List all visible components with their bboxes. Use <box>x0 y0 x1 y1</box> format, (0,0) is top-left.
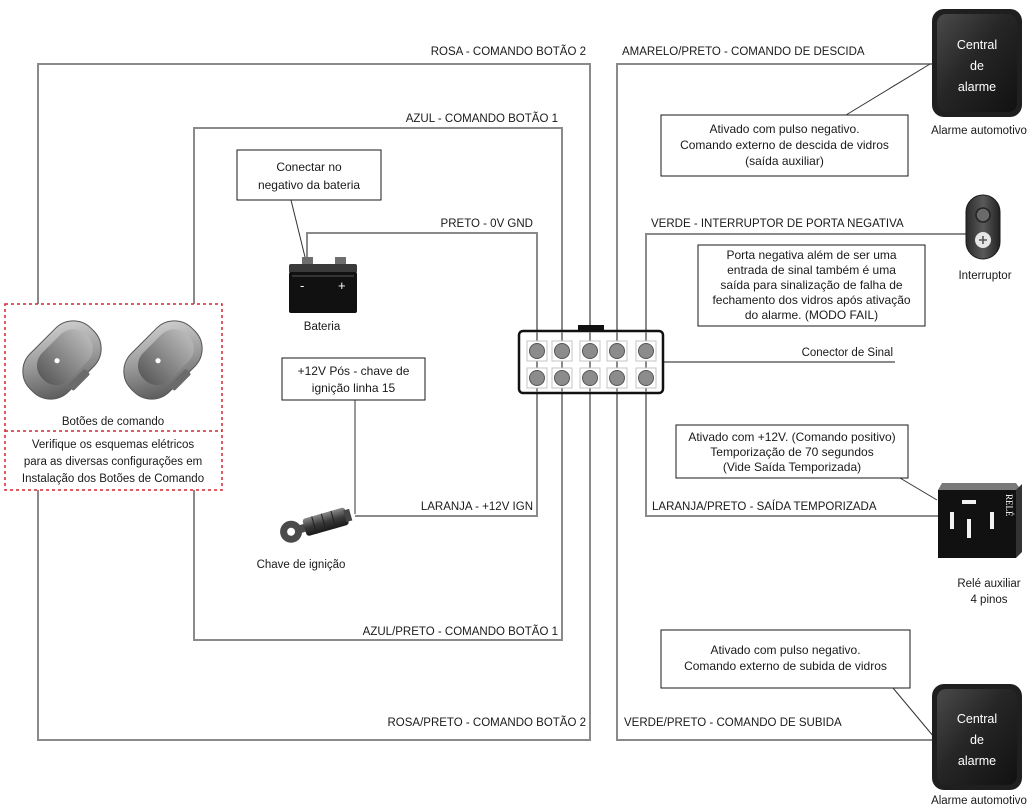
ignition-note: +12V Pós - chave de ignição linha 15 <box>281 357 426 514</box>
rocker-button-icon <box>22 320 102 400</box>
alarm-bottom-caption: Alarme automotivo <box>931 795 1027 807</box>
battery-minus-mark: - <box>300 278 304 293</box>
svg-text:Central: Central <box>957 38 997 52</box>
label-amarelo-preto: AMARELO/PRETO - COMANDO DE DESCIDA <box>622 46 865 58</box>
wire-azul-preto <box>193 393 563 641</box>
svg-text:Conectar no: Conectar no <box>276 160 342 174</box>
relay-caption: 4 pinos <box>970 594 1007 606</box>
wire-amarelo-preto <box>616 63 932 331</box>
wire-verde-preto <box>616 393 932 741</box>
svg-text:Porta negativa além de ser uma: Porta negativa além de ser uma <box>726 248 896 262</box>
botoes-note-line: para as diversas configurações em <box>24 456 202 468</box>
temporizada-note: Ativado com +12V. (Comando positivo) Tem… <box>675 424 938 501</box>
subida-note: Ativado com pulso negativo. Comando exte… <box>660 629 935 738</box>
connector-pin <box>638 343 654 359</box>
svg-text:(Vide Saída Temporizada): (Vide Saída Temporizada) <box>723 460 861 474</box>
battery-note: Conectar no negativo da bateria <box>236 149 382 258</box>
svg-text:entrada de sinal também é uma: entrada de sinal também é uma <box>727 263 896 277</box>
alarm-top-caption: Alarme automotivo <box>931 125 1027 137</box>
botoes-note-line: Instalação dos Botões de Comando <box>22 473 204 485</box>
svg-text:Central: Central <box>957 712 997 726</box>
wire-laranja-preto <box>645 393 938 517</box>
connector-pin <box>609 370 625 386</box>
svg-text:Ativado com pulso negativo.: Ativado com pulso negativo. <box>709 122 859 136</box>
relay-icon: RELÉ <box>938 483 1022 558</box>
svg-text:alarme: alarme <box>958 754 996 768</box>
label-verde-preto: VERDE/PRETO - COMANDO DE SUBIDA <box>624 717 842 729</box>
svg-text:negativo da bateria: negativo da bateria <box>258 178 360 192</box>
descida-note: Ativado com pulso negativo. Comando exte… <box>660 63 931 177</box>
command-buttons-panel: Botões de comando Verifique os esquemas … <box>4 303 223 491</box>
label-verde: VERDE - INTERRUPTOR DE PORTA NEGATIVA <box>651 218 904 230</box>
relay-mark: RELÉ <box>1004 494 1014 517</box>
label-azul-preto: AZUL/PRETO - COMANDO BOTÃO 1 <box>363 625 558 638</box>
label-conector-sinal: Conector de Sinal <box>802 347 893 359</box>
wire-rosa-preto <box>37 393 591 741</box>
label-laranja-preto: LARANJA/PRETO - SAÍDA TEMPORIZADA <box>652 500 877 513</box>
svg-text:Comando externo de descida de: Comando externo de descida de vidros <box>680 138 889 152</box>
ignition-key-icon <box>280 507 353 543</box>
label-laranja: LARANJA - +12V IGN <box>421 501 533 513</box>
svg-text:do alarme. (MODO FAIL): do alarme. (MODO FAIL) <box>745 308 878 322</box>
wire-preto <box>306 232 538 331</box>
wire-labels: ROSA - COMANDO BOTÃO 2 AZUL - COMANDO BO… <box>363 45 904 729</box>
svg-text:de: de <box>970 733 984 747</box>
relay-caption: Relé auxiliar <box>957 578 1020 590</box>
svg-text:(saída auxiliar): (saída auxiliar) <box>745 154 824 168</box>
connector-pin <box>609 343 625 359</box>
label-rosa-preto: ROSA/PRETO - COMANDO BOTÃO 2 <box>387 716 586 729</box>
connector-pins-bottom <box>526 367 657 389</box>
connector-pin <box>554 343 570 359</box>
botoes-caption: Botões de comando <box>62 416 164 428</box>
wire-laranja <box>355 393 538 517</box>
svg-text:ignição linha 15: ignição linha 15 <box>312 381 396 395</box>
svg-text:alarme: alarme <box>958 80 996 94</box>
svg-text:fechamento dos vidros após ati: fechamento dos vidros após ativação <box>712 293 910 307</box>
svg-text:Ativado com +12V. (Comando pos: Ativado com +12V. (Comando positivo) <box>688 430 895 444</box>
svg-text:de: de <box>970 59 984 73</box>
porta-note: Porta negativa além de ser uma entrada d… <box>697 244 926 327</box>
alarm-central-icon: Central de alarme <box>932 9 1022 117</box>
wire-verde <box>645 233 966 331</box>
connector-pin <box>638 370 654 386</box>
connector-pin <box>529 343 545 359</box>
door-switch-icon <box>965 194 1001 260</box>
switch-caption: Interruptor <box>958 270 1011 282</box>
connector-pin <box>582 343 598 359</box>
battery-plus-mark: + <box>338 278 346 293</box>
connector-pins-top <box>526 340 657 362</box>
alarm-central-icon: Central de alarme <box>932 684 1022 790</box>
battery-caption: Bateria <box>304 321 341 333</box>
botoes-note-line: Verifique os esquemas elétricos <box>32 439 195 451</box>
label-azul: AZUL - COMANDO BOTÃO 1 <box>406 112 558 125</box>
battery-icon: - + <box>289 257 357 313</box>
wire-rosa <box>37 63 591 402</box>
svg-text:saída para sinalização de falh: saída para sinalização de falha de <box>720 278 902 292</box>
svg-text:Ativado com pulso negativo.: Ativado com pulso negativo. <box>710 643 860 657</box>
svg-text:Temporização de 70 segundos: Temporização de 70 segundos <box>710 445 873 459</box>
connector-pin <box>554 370 570 386</box>
label-preto: PRETO - 0V GND <box>441 218 533 230</box>
wire-azul <box>193 127 563 402</box>
wires <box>37 63 966 741</box>
svg-text:+12V Pós - chave de: +12V Pós - chave de <box>298 364 410 378</box>
connector-pin <box>582 370 598 386</box>
signal-connector-icon <box>517 325 665 395</box>
connector-pin <box>529 370 545 386</box>
svg-text:Comando externo de subida de v: Comando externo de subida de vidros <box>684 659 887 673</box>
rocker-button-icon <box>123 320 203 400</box>
key-caption: Chave de ignição <box>257 559 346 571</box>
label-rosa: ROSA - COMANDO BOTÃO 2 <box>431 45 586 58</box>
